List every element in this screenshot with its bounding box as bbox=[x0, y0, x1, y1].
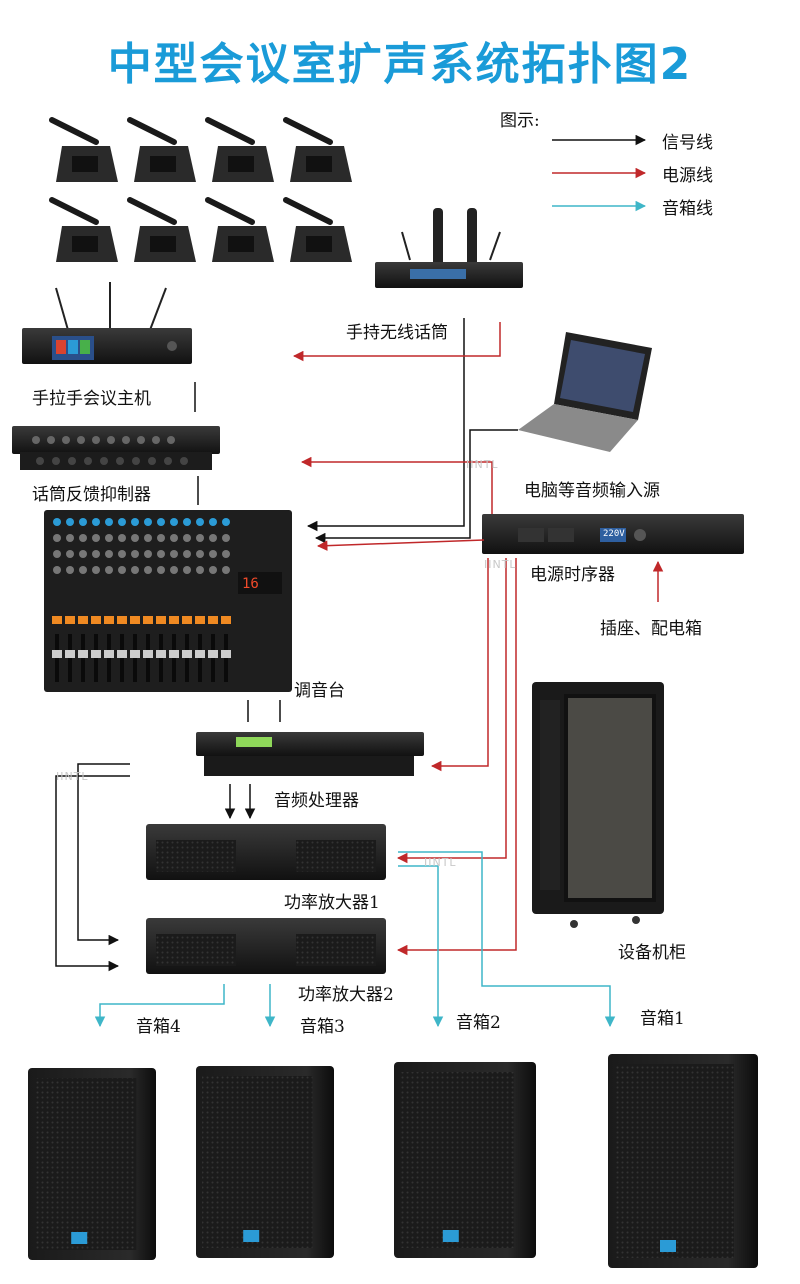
speaker-cabinet bbox=[394, 1062, 536, 1258]
label-cabinet: 设备机柜 bbox=[618, 943, 686, 963]
speaker-lines bbox=[94, 851, 616, 1028]
wireless-receiver bbox=[375, 208, 523, 288]
processor-to-amp2-b bbox=[55, 775, 130, 972]
signal-lines bbox=[55, 318, 518, 972]
mixer-unit: 16 bbox=[44, 510, 292, 692]
legend-power-label: 电源线 bbox=[662, 166, 713, 186]
power-to-amp1 bbox=[396, 558, 507, 864]
watermark: IINTL bbox=[466, 458, 499, 471]
svg-text:16: 16 bbox=[242, 576, 259, 592]
legend-signal-label: 信号线 bbox=[662, 133, 713, 153]
label-amp1: 功率放大器1 bbox=[284, 893, 380, 913]
audio-processor-unit bbox=[196, 732, 424, 776]
feedback-suppressor-unit bbox=[12, 426, 220, 470]
amplifier-1-unit bbox=[146, 824, 386, 880]
label-conference-host: 手拉手会议主机 bbox=[32, 389, 151, 409]
legend-speaker-label: 音箱线 bbox=[662, 199, 713, 219]
wireless-to-mixer bbox=[306, 318, 465, 532]
laptop bbox=[518, 332, 652, 452]
sequencer-display: 220V bbox=[603, 529, 625, 539]
label-speaker-4: 音箱4 bbox=[136, 1017, 181, 1037]
label-speaker-1: 音箱1 bbox=[640, 1009, 685, 1029]
conference-host-unit bbox=[22, 282, 192, 364]
laptop-to-mixer bbox=[314, 429, 518, 544]
power-to-processor bbox=[430, 558, 489, 772]
speaker-cabinets bbox=[28, 1054, 758, 1268]
speaker-cabinet bbox=[608, 1054, 758, 1268]
label-amp2: 功率放大器2 bbox=[298, 985, 394, 1005]
amp1-to-speaker1 bbox=[398, 851, 616, 1028]
power-to-host bbox=[292, 322, 501, 362]
legend-arrows bbox=[552, 134, 647, 212]
legend-heading: 图示: bbox=[500, 111, 540, 131]
label-speaker-3: 音箱3 bbox=[300, 1017, 345, 1037]
conference-mic bbox=[205, 117, 274, 182]
label-socket: 插座、配电箱 bbox=[600, 619, 702, 639]
amp1-to-speaker2 bbox=[398, 865, 444, 1028]
label-computer: 电脑等音频输入源 bbox=[524, 481, 660, 501]
conference-mic bbox=[283, 197, 352, 262]
conference-mic bbox=[49, 197, 118, 262]
power-to-suppressor bbox=[300, 456, 493, 514]
conference-mic bbox=[127, 197, 196, 262]
conference-mic bbox=[283, 117, 352, 182]
equipment-cabinet bbox=[532, 682, 664, 928]
processor-to-amp2-a bbox=[77, 763, 130, 946]
amplifier-2-unit bbox=[146, 918, 386, 974]
speaker-cabinet bbox=[196, 1066, 334, 1258]
label-feedback-suppressor: 话筒反馈抑制器 bbox=[32, 485, 151, 505]
speaker-cabinet bbox=[28, 1068, 156, 1260]
watermark: IINTL bbox=[424, 856, 457, 869]
watermark: IINTL bbox=[56, 770, 89, 783]
label-mixer: 调音台 bbox=[294, 681, 345, 701]
conference-mic bbox=[205, 197, 274, 262]
conference-mic bbox=[49, 117, 118, 182]
power-sequencer-unit bbox=[482, 514, 744, 554]
label-speaker-2: 音箱2 bbox=[456, 1013, 501, 1033]
watermark: IINTL bbox=[484, 558, 517, 571]
power-to-mixer bbox=[316, 539, 485, 551]
conference-mic bbox=[127, 117, 196, 182]
conference-microphones bbox=[49, 117, 352, 262]
amp2-to-speaker4 bbox=[94, 984, 225, 1028]
label-handheld-mic: 手持无线话筒 bbox=[346, 323, 448, 343]
label-power-sequencer: 电源时序器 bbox=[530, 565, 615, 585]
label-processor: 音频处理器 bbox=[274, 791, 359, 811]
page-title: 中型会议室扩声系统拓扑图2 bbox=[107, 39, 693, 90]
